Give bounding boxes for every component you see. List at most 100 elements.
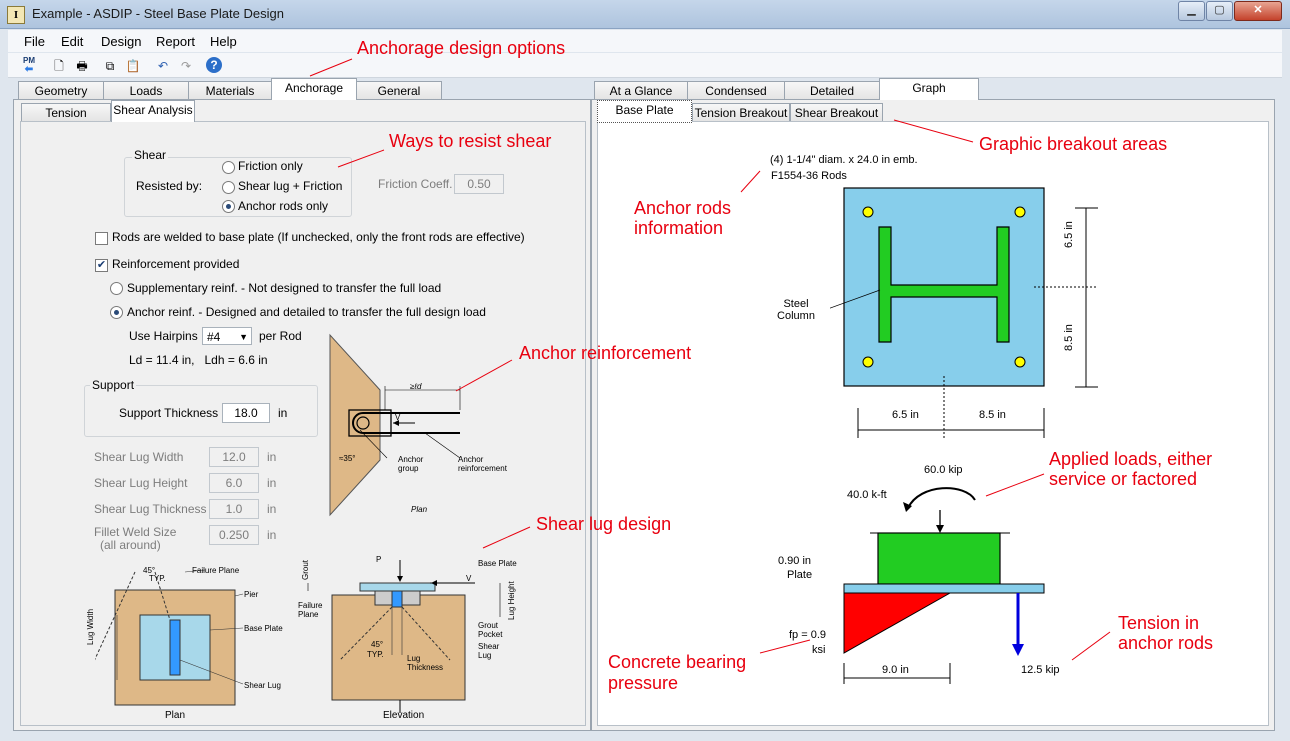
dim-8-5-vertical: 8.5 in [1063,324,1075,351]
tab-at-a-glance[interactable]: At a Glance [594,81,688,100]
pm-back-icon[interactable]: PM⬅ [23,56,35,75]
lug-thickness-input[interactable]: 1.0 [209,499,259,519]
menu-design[interactable]: Design [101,34,142,49]
undo-icon[interactable]: ↶ [157,59,169,73]
tab-anchorage[interactable]: Anchorage [271,78,357,100]
menu-help[interactable]: Help [210,34,237,49]
plan-angle-label: 45° [143,566,156,575]
lug-width-unit: in [267,450,277,464]
close-icon[interactable]: ✕ [1234,1,1282,21]
new-document-icon[interactable]: 🗋 [54,59,64,73]
anchor-reinforcement-diagram-label: Anchor reinforcement [458,455,507,473]
plate-thickness-label: 0.90 in [778,555,812,567]
lug-width-label: Shear Lug Width [94,450,184,464]
annotation-concrete-1: Concrete bearing [608,652,747,672]
tab-detailed[interactable]: Detailed [784,81,880,100]
redo-icon[interactable]: ↷ [180,59,192,73]
subtab-tension-analysis[interactable]: Tension Analysis [21,103,111,138]
annotation-tension-1: Tension in [1118,613,1200,633]
shear-analysis-page [20,121,586,726]
lug-height-unit: in [267,476,277,490]
shear-lug-friction-label: Shear lug + Friction [238,179,343,193]
support-group [84,385,318,437]
print-icon[interactable]: 🖶 [76,59,88,73]
annotation-concrete-2: pressure [608,673,679,693]
elev-p-label: P [376,555,382,564]
minimize-icon[interactable]: ▁ [1178,1,1205,21]
tension-load-label: 12.5 kip [1021,664,1060,676]
radio-anchor-reinf[interactable] [110,306,123,319]
tab-loads[interactable]: Loads [103,81,189,100]
reinforcement-checkbox[interactable]: ✔ [95,259,108,272]
lug-thickness-label: Shear Lug Thickness [94,502,207,516]
welded-label: Rods are welded to base plate (If unchec… [112,230,525,244]
elev-typ-label: TYP. [367,650,384,659]
plan-base-plate-label: Base Plate [244,624,283,633]
subtab-shear-breakout[interactable]: Shear Breakout [790,103,883,122]
tab-condensed[interactable]: Condensed [687,81,785,100]
v-force-label: V [395,413,401,422]
rods-line-2: F1554-36 Rods [771,170,847,182]
support-thickness-label: Support Thickness [119,406,219,420]
menu-file[interactable]: File [24,34,45,49]
annotation-applied-1: Applied loads, either [1049,449,1213,469]
subtab-shear-analysis[interactable]: Shear Analysis [111,100,195,122]
copy-icon[interactable]: ⧉ [105,59,115,73]
annotation-applied-2: service or factored [1049,469,1198,489]
radio-friction-only[interactable] [222,161,235,174]
chevron-down-icon: ▼ [239,332,248,342]
hairpins-select[interactable]: #4 ▼ [202,327,252,345]
annotation-rods-info-2: information [634,218,724,238]
tab-graph[interactable]: Graph [879,78,979,100]
friction-coeff-input[interactable]: 0.50 [454,174,504,194]
fillet-weld-unit: in [267,528,277,542]
elev-shear-lug-label: Shear Lug [478,642,500,660]
tab-materials[interactable]: Materials [188,81,272,100]
angle-35-label: ≈35° [339,454,356,463]
support-thickness-unit: in [278,406,288,420]
welded-checkbox[interactable] [95,232,108,245]
window-title: Example - ASDIP - Steel Base Plate Desig… [32,6,284,21]
title-bar[interactable] [0,0,1290,29]
elev-grout-label: Grout [301,559,310,580]
annotation-anchorage: Anchorage design options [357,38,566,58]
fillet-weld-sublabel: (all around) [100,538,161,552]
tab-general[interactable]: General [356,81,442,100]
anchor-rods-only-label: Anchor rods only [238,199,329,213]
menu-report[interactable]: Report [156,34,196,49]
subtab-base-plate[interactable]: Base Plate [597,100,692,123]
fillet-weld-label: Fillet Weld Size [94,525,177,539]
dim-6-5-vertical: 6.5 in [1063,221,1075,248]
paste-icon[interactable]: 📋 [125,59,141,73]
radio-anchor-rods-only[interactable] [222,200,235,213]
shear-lug-plan-diagram [95,569,244,706]
support-group-label: Support [90,378,137,392]
hairpins-value: #4 [207,330,221,344]
subtab-tension-breakout[interactable]: Tension Breakout [692,103,790,122]
steel-column-label: Steel Column [777,298,815,322]
annotation-graphic: Graphic breakout areas [979,134,1168,154]
fillet-weld-input[interactable]: 0.250 [209,525,259,545]
help-icon[interactable]: ? [206,57,222,73]
plan-shear-lug-label: Shear Lug [244,681,281,690]
anchor-group-label: Anchor group [398,455,424,473]
elev-v-label: V [466,574,472,583]
shear-group [124,157,352,217]
radio-supplementary-reinf[interactable] [110,282,123,295]
elev-grout-pocket-label: Grout Pocket [478,621,503,639]
tab-geometry[interactable]: Geometry [18,81,104,100]
lug-width-input[interactable]: 12.0 [209,447,259,467]
dim-6-5-horizontal: 6.5 in [892,409,919,421]
resisted-by-label: Resisted by: [136,179,203,193]
lug-height-input[interactable]: 6.0 [209,473,259,493]
maximize-icon[interactable]: ▢ [1206,1,1233,21]
anchor-diagram-caption: Plan [411,505,428,514]
elev-angle-label: 45° [371,640,384,649]
plan-pier-label: Pier [244,590,259,599]
rods-line-1: (4) 1-1/4" diam. x 24.0 in emb. [770,154,918,166]
support-thickness-input[interactable]: 18.0 [222,403,270,423]
menu-edit[interactable]: Edit [61,34,84,49]
plan-lug-width-label: Lug Width [86,608,95,645]
reinforcement-label: Reinforcement provided [112,257,240,271]
radio-shear-lug-friction[interactable] [222,181,235,194]
